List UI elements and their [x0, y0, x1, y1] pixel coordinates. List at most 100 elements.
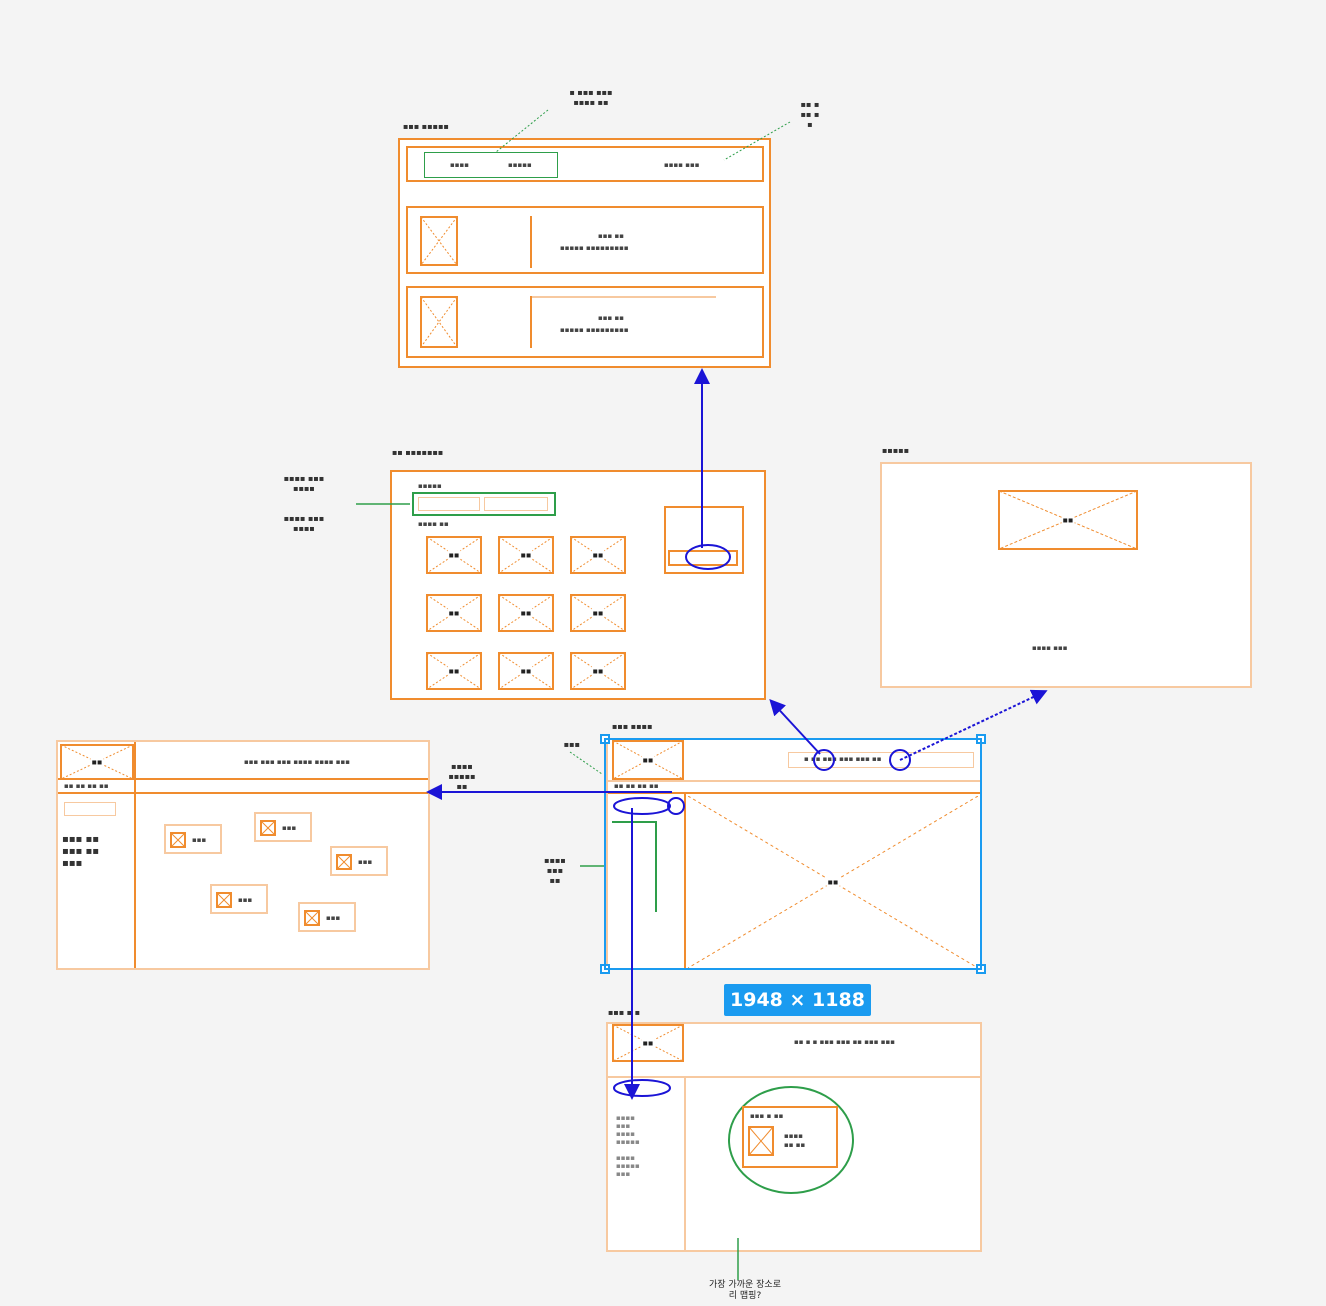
card-image-icon: [420, 296, 458, 348]
category-tile-image-icon[interactable]: ▪▪: [570, 652, 626, 690]
note-category-1: ▪▪▪▪ ▪▪▪▪▪▪▪: [283, 474, 325, 493]
note-main-sidebar: ▪▪▪▪▪▪▪▪▪: [544, 856, 566, 885]
leader-line: [495, 109, 549, 153]
map-speech-bubble[interactable]: ▪▪▪: [330, 846, 388, 876]
frame-title-info: ▪▪▪▪▪: [882, 446, 910, 455]
main-divider: [684, 792, 686, 968]
info-image-icon: ▪▪: [998, 490, 1138, 550]
flow-circle: [685, 544, 731, 570]
frame-title-bottom: ▪▪▪ ▪ ▪: [608, 1008, 641, 1017]
category-group-label-1: ▪▪▪▪▪: [418, 482, 442, 490]
frame-title-main: ▪▪▪ ▪▪▪▪: [612, 722, 653, 731]
note-listing-sort: ▪▪ ▪▪▪ ▪▪: [800, 100, 820, 129]
flow-circle: [613, 1079, 671, 1097]
highlight-circle: [728, 1086, 854, 1194]
listing-card-2[interactable]: ▪▪▪ ▪▪ ▪▪▪▪▪ ▪▪▪▪▪▪▪▪▪: [406, 286, 764, 358]
main-header-menu[interactable]: [788, 752, 974, 768]
map-speech-bubble[interactable]: ▪▪▪: [210, 884, 268, 914]
logo-image-icon: ▪▪: [612, 740, 684, 780]
listing-tab-bar[interactable]: ▪▪▪▪ ▪▪▪▪▪ ▪▪▪▪ ▪▪▪: [406, 146, 764, 182]
map-speech-bubble[interactable]: ▪▪▪: [254, 812, 312, 842]
map-speech-bubble[interactable]: ▪▪▪: [164, 824, 222, 854]
map-left-sidebar-text: ▪▪▪ ▪▪▪▪▪ ▪▪▪▪▪: [62, 834, 100, 869]
main-header-line: [608, 780, 980, 782]
category-toggle[interactable]: [412, 492, 556, 516]
info-caption: ▪▪▪▪ ▪▪▪: [1032, 644, 1068, 652]
card-image-icon: [420, 216, 458, 266]
category-tile-image-icon[interactable]: ▪▪: [498, 594, 554, 632]
leader-line: [569, 751, 603, 775]
main-nav-line: [608, 792, 980, 794]
main-subnav[interactable]: ▪▪ ▪▪ ▪▪ ▪▪: [614, 782, 659, 790]
bottom-sidebar-list: ▪▪▪▪▪▪▪▪▪▪▪▪▪▪▪▪▪▪▪▪▪▪▪▪▪▪▪▪: [616, 1114, 640, 1178]
listing-card-1[interactable]: ▪▪▪ ▪▪ ▪▪▪▪▪ ▪▪▪▪▪▪▪▪▪: [406, 206, 764, 274]
bubble-text: ▪▪▪▪▪▪ ▪▪: [784, 1132, 806, 1149]
listing-tab-group[interactable]: [424, 152, 558, 178]
category-tile-image-icon[interactable]: ▪▪: [570, 594, 626, 632]
category-toggle-b[interactable]: [484, 497, 548, 511]
flow-circle: [889, 749, 911, 771]
info-frame: ▪▪ ▪▪▪▪ ▪▪▪: [880, 462, 1252, 688]
card-divider: [530, 296, 532, 348]
card-1-line-1: ▪▪▪ ▪▪: [598, 232, 624, 240]
bottom-menu[interactable]: ▪▪ ▪ ▪ ▪▪▪ ▪▪▪ ▪▪ ▪▪▪ ▪▪▪: [794, 1038, 895, 1046]
map-speech-bubble[interactable]: ▪▪▪: [298, 902, 356, 932]
map-left-divider: [134, 742, 136, 968]
main-map-image-icon: ▪▪: [688, 796, 978, 968]
leader-line: [612, 821, 657, 912]
category-frame: ▪▪▪▪▪ ▪▪▪▪ ▪▪ ▪▪ ▪▪ ▪▪ ▪▪ ▪▪ ▪▪ ▪▪ ▪▪ ▪▪: [390, 470, 766, 700]
map-pin-icon: [304, 910, 320, 926]
category-toggle-a[interactable]: [418, 497, 480, 511]
frame-title-category: ▪▪ ▪▪▪▪▪▪▪: [392, 448, 444, 457]
card-2-line-2: ▪▪▪▪▪ ▪▪▪▪▪▪▪▪▪: [560, 326, 629, 334]
map-left-nav-line: [58, 792, 428, 794]
map-pin-icon: [170, 832, 186, 848]
bottom-speech-bubble[interactable]: ▪▪▪ ▪ ▪▪ ▪▪▪▪▪▪ ▪▪: [742, 1106, 838, 1168]
main-menu-items[interactable]: ▪ ▪▪ ▪▪▪ ▪▪▪ ▪▪▪ ▪▪: [804, 755, 882, 763]
main-frame: ▪▪ ▪ ▪▪ ▪▪▪ ▪▪▪ ▪▪▪ ▪▪ ▪▪ ▪▪ ▪▪ ▪▪ ▪▪: [606, 738, 982, 970]
note-category-2: ▪▪▪▪ ▪▪▪▪▪▪▪: [283, 514, 325, 533]
category-tile-image-icon[interactable]: ▪▪: [498, 536, 554, 574]
category-group-label-2: ▪▪▪▪ ▪▪: [418, 520, 449, 528]
category-tile-image-icon[interactable]: ▪▪: [426, 536, 482, 574]
card-2-line-1: ▪▪▪ ▪▪: [598, 314, 624, 322]
category-tile-image-icon[interactable]: ▪▪: [426, 652, 482, 690]
selection-outline: [604, 738, 982, 970]
bubble-label: ▪▪▪: [238, 896, 253, 904]
map-left-select[interactable]: [64, 802, 116, 816]
category-tile-image-icon[interactable]: ▪▪: [498, 652, 554, 690]
category-tile-image-icon[interactable]: ▪▪: [570, 536, 626, 574]
bottom-divider: [684, 1076, 686, 1250]
listing-sort[interactable]: ▪▪▪▪ ▪▪▪: [664, 161, 700, 169]
card-1-line-2: ▪▪▪▪▪ ▪▪▪▪▪▪▪▪▪: [560, 244, 629, 252]
bubble-label: ▪▪▪: [358, 858, 373, 866]
flow-circle: [667, 797, 685, 815]
listing-tab-1[interactable]: ▪▪▪▪: [450, 161, 469, 169]
note-main-logo: ▪▪▪: [563, 740, 580, 749]
flow-circle: [813, 749, 835, 771]
bubble-label: ▪▪▪: [326, 914, 341, 922]
card-divider: [530, 216, 532, 268]
flow-arrow: [769, 699, 821, 755]
bubble-label: ▪▪▪: [192, 836, 207, 844]
map-left-header-line: [58, 778, 428, 780]
frame-title-listing: ▪▪▪ ▪▪▪▪▪: [403, 122, 449, 131]
map-left-menu[interactable]: ▪▪▪ ▪▪▪ ▪▪▪ ▪▪▪▪ ▪▪▪▪ ▪▪▪: [244, 758, 351, 766]
note-main-left: ▪▪▪▪▪▪▪▪▪▪▪: [448, 762, 476, 791]
bubble-label: ▪▪▪: [282, 824, 297, 832]
map-left-subnav[interactable]: ▪▪ ▪▪ ▪▪ ▪▪: [64, 782, 109, 790]
category-tile-image-icon[interactable]: ▪▪: [426, 594, 482, 632]
logo-image-icon: ▪▪: [612, 1024, 684, 1062]
bottom-note: 가장 가까운 장소로 리 맵핑?: [709, 1280, 781, 1301]
note-listing-tabs: ▪ ▪▪▪ ▪▪▪▪▪▪▪ ▪▪: [569, 88, 613, 107]
flow-circle: [613, 797, 671, 815]
map-left-frame: ▪▪ ▪▪▪ ▪▪▪ ▪▪▪ ▪▪▪▪ ▪▪▪▪ ▪▪▪ ▪▪ ▪▪ ▪▪ ▪▪…: [56, 740, 430, 970]
listing-frame: ▪▪▪▪ ▪▪▪▪▪ ▪▪▪▪ ▪▪▪ ▪▪▪ ▪▪ ▪▪▪▪▪ ▪▪▪▪▪▪▪…: [398, 138, 771, 368]
category-side-button[interactable]: [668, 550, 738, 566]
selection-size-badge: 1948 × 1188: [724, 984, 871, 1016]
leader-line: [723, 121, 791, 161]
bottom-frame: ▪▪ ▪▪ ▪ ▪ ▪▪▪ ▪▪▪ ▪▪ ▪▪▪ ▪▪▪ ▪▪▪▪▪▪▪▪▪▪▪…: [606, 1022, 982, 1252]
listing-tab-2[interactable]: ▪▪▪▪▪: [508, 161, 532, 169]
map-pin-icon: [336, 854, 352, 870]
